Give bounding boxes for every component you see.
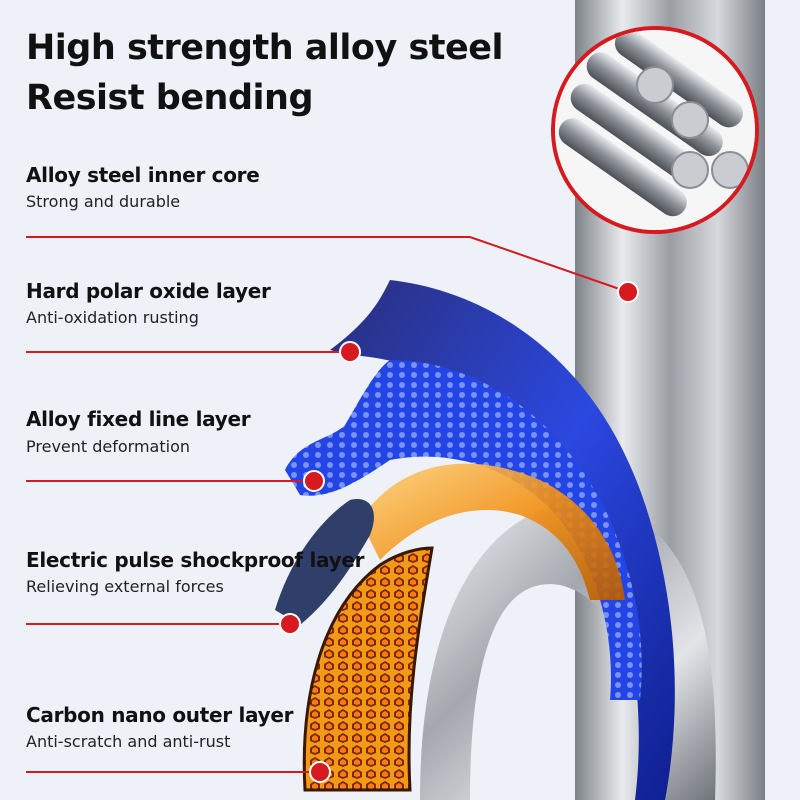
callout-fixed-line [26,470,325,492]
oxide-layer-shell [330,280,675,800]
layer-subtitle-carbon: Anti-scratch and anti-rust [26,732,231,751]
shockproof-layer [275,499,374,625]
layer-subtitle-shockproof: Relieving external forces [26,577,224,596]
layer-title-fixed-line: Alloy fixed line layer [26,407,251,431]
steel-rods-icon [551,26,759,234]
headline-line-2: Resist bending [26,78,314,118]
fixed-line-layer [285,360,642,700]
carbon-layer [302,546,434,792]
layer-title-core: Alloy steel inner core [26,163,260,187]
glow-layer [360,463,625,600]
callout-core [26,236,639,303]
callout-carbon [26,761,331,783]
headline-line-1: High strength alloy steel [26,28,504,68]
layer-subtitle-core: Strong and durable [26,192,181,211]
layer-title-shockproof: Electric pulse shockproof layer [26,548,365,572]
layer-title-oxide: Hard polar oxide layer [26,279,271,303]
layer-title-carbon: Carbon nano outer layer [26,703,294,727]
callout-shockproof [26,613,301,635]
layer-subtitle-oxide: Anti-oxidation rusting [26,308,199,327]
callout-oxide [26,341,361,363]
layer-subtitle-fixed-line: Prevent deformation [26,437,191,456]
